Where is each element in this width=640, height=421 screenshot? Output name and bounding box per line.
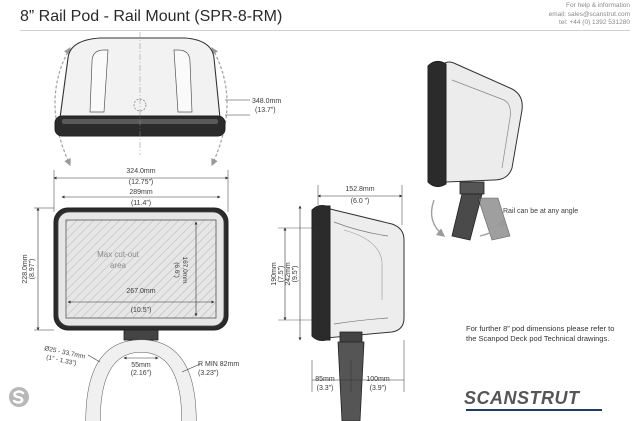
cutout-area bbox=[65, 219, 217, 319]
contact-line-3[interactable]: tel: +44 (0) 1392 531280 bbox=[558, 19, 630, 26]
swivel-arc-left bbox=[54, 46, 71, 167]
dim-289-in: (11.4”) bbox=[131, 200, 151, 207]
dim-55-in: (2.16”) bbox=[131, 370, 152, 377]
dim-100-in: (3.9”) bbox=[370, 385, 387, 392]
dim-267-in: (10.5”) bbox=[131, 307, 152, 314]
dim-167: 167.0mm bbox=[181, 256, 188, 283]
side-bezel bbox=[311, 205, 331, 341]
cutout-label-1: Max cut-out bbox=[97, 250, 140, 259]
dim-289: 289mm bbox=[129, 189, 153, 196]
dim-324-in: (12.75”) bbox=[129, 179, 154, 186]
dim-55: 55mm bbox=[131, 362, 151, 369]
perspective-view bbox=[427, 60, 523, 241]
rail-clamp bbox=[123, 329, 159, 341]
dim-rmin: R MIN 82mm bbox=[198, 361, 239, 368]
brand-accent-bar bbox=[466, 409, 602, 411]
dim-85: 85mm bbox=[315, 376, 335, 383]
brand-logo: SCANSTRUT bbox=[464, 388, 580, 408]
dim-85-in: (3.3”) bbox=[317, 385, 334, 392]
dim-348-in: (13.7”) bbox=[255, 107, 276, 114]
perspective-rail bbox=[451, 193, 483, 241]
header-rule bbox=[20, 30, 630, 31]
dim-267: 267.0mm bbox=[126, 288, 155, 295]
dim-242: 242mm bbox=[285, 262, 292, 286]
perspective-bezel bbox=[427, 60, 447, 188]
dim-190: 190mm bbox=[271, 262, 278, 286]
side-housing bbox=[325, 207, 405, 339]
dim-100: 100mm bbox=[366, 376, 390, 383]
reference-note: For further 8” pod dimensions please ref… bbox=[466, 324, 615, 343]
rail-angle-label: Rail can be at any angle bbox=[503, 208, 578, 215]
front-view bbox=[34, 170, 229, 421]
dim-152: 152.8mm bbox=[345, 186, 374, 193]
side-view bbox=[278, 185, 405, 421]
perspective-housing bbox=[439, 61, 523, 183]
rotation-arrow-icon bbox=[430, 199, 446, 237]
page-title: 8” Rail Pod - Rail Mount (SPR-8-RM) bbox=[20, 8, 283, 25]
dim-228-in: (8.97”) bbox=[29, 259, 36, 280]
mount-boss bbox=[133, 98, 147, 112]
swivel-arc-right bbox=[211, 46, 228, 167]
dim-324: 324.0mm bbox=[126, 168, 155, 175]
dim-167-in: (6.6”) bbox=[173, 262, 180, 278]
dim-228: 228.0mm bbox=[22, 254, 29, 283]
top-view bbox=[54, 32, 250, 167]
dim-242-in: (9.5”) bbox=[292, 266, 299, 283]
cutout-label-2: area bbox=[110, 261, 127, 270]
contact-info: For help & information email: sales@scan… bbox=[549, 2, 630, 28]
dim-348: 348.0mm bbox=[252, 98, 281, 105]
dim-rmin-in: (3.23”) bbox=[198, 370, 219, 377]
rail-tube bbox=[86, 340, 196, 421]
dim-152-in: (6.0 ”) bbox=[351, 198, 370, 205]
dim-190-in: (7.5”) bbox=[278, 266, 285, 283]
contact-line-1: For help & information bbox=[566, 2, 630, 9]
scanstrut-s-logo-icon bbox=[9, 387, 29, 407]
contact-line-2[interactable]: email: sales@scanstrut.com bbox=[548, 10, 630, 18]
